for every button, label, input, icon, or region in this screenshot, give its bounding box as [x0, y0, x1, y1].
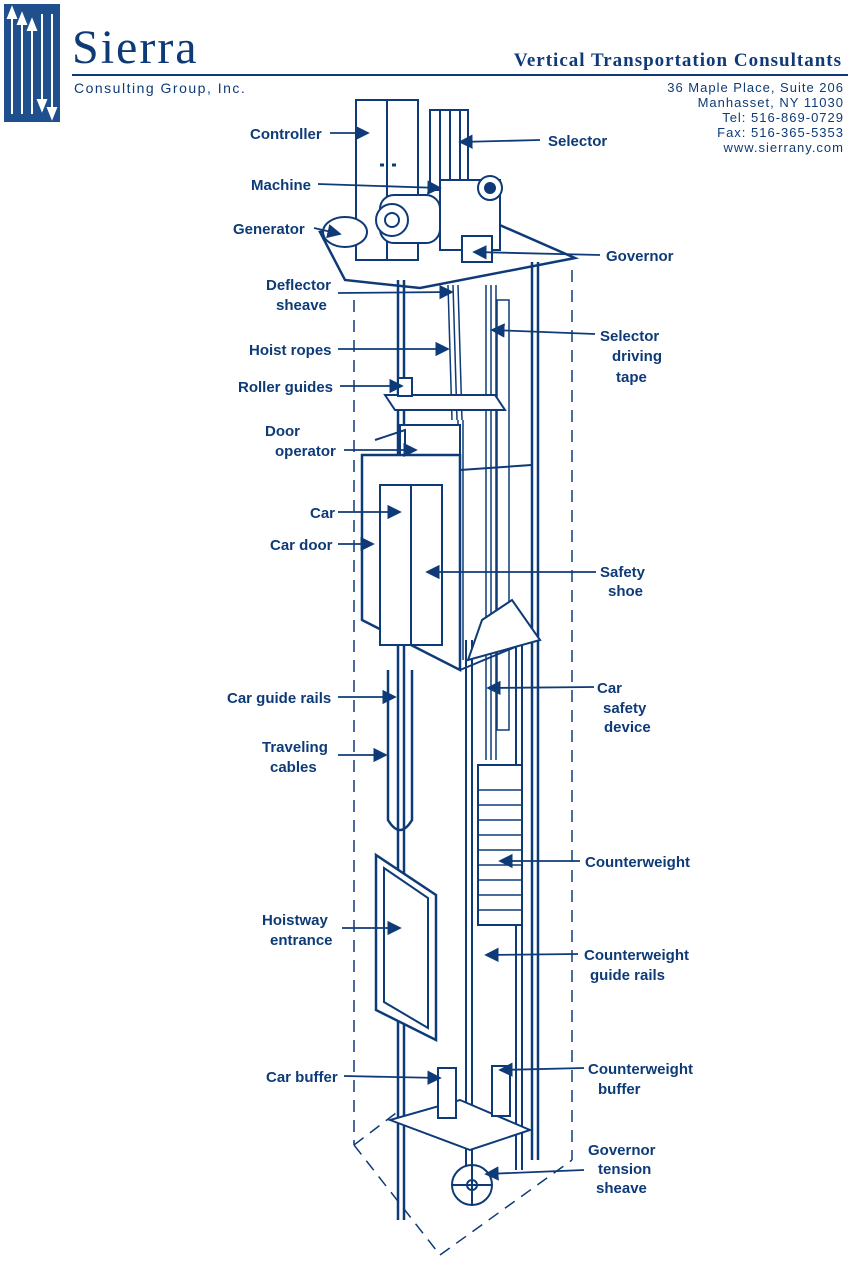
label-door-operator-1: Door [265, 423, 300, 440]
label-deflector-1: Deflector [266, 277, 331, 294]
label-car: Car [310, 505, 335, 522]
label-roller-guides: Roller guides [238, 379, 333, 396]
label-traveling-1: Traveling [262, 739, 328, 756]
tagline: Vertical Transportation Consultants [513, 50, 842, 71]
label-tension-2: tension [598, 1161, 651, 1178]
label-controller: Controller [250, 126, 322, 143]
label-car-guide-rails: Car guide rails [227, 690, 331, 707]
company-name: Sierra [72, 21, 199, 74]
address-line-fax: Fax: 516-365-5353 [717, 125, 844, 140]
header-rule [72, 74, 848, 76]
label-tape-3: tape [616, 369, 647, 386]
label-safety-3: device [604, 719, 651, 736]
label-car-door: Car door [270, 537, 333, 554]
label-governor: Governor [606, 248, 674, 265]
car-buffer-unit [437, 1067, 457, 1119]
label-cw-rails-2: guide rails [590, 967, 665, 984]
hoistway-entrance-frame [374, 852, 438, 1043]
address-line-street: 36 Maple Place, Suite 206 [667, 80, 844, 95]
label-shoe-2: shoe [608, 583, 643, 600]
label-cw-rails-1: Counterweight [584, 947, 689, 964]
car-guide-rails [396, 262, 540, 1220]
label-door-operator-2: operator [275, 443, 336, 460]
label-counterweight: Counterweight [585, 854, 690, 871]
label-tape-1: Selector [600, 328, 659, 345]
label-hoistway-2: entrance [270, 932, 333, 949]
address-line-city: Manhasset, NY 11030 [697, 95, 844, 110]
address-line-tel: Tel: 516-869-0729 [722, 110, 844, 125]
traveling-cables [386, 670, 414, 832]
label-deflector-2: sheave [276, 297, 327, 314]
crosshead [383, 394, 507, 411]
company-subtitle: Consulting Group, Inc. [74, 80, 247, 96]
counterweight-block [477, 764, 523, 926]
label-selector: Selector [548, 133, 607, 150]
label-cw-buffer-2: buffer [598, 1081, 641, 1098]
selector-tape [496, 299, 510, 731]
label-generator: Generator [233, 221, 305, 238]
logo-arrows-icon [6, 5, 58, 121]
cw-buffer-unit [491, 1065, 511, 1117]
label-traveling-2: cables [270, 759, 317, 776]
address-line-web[interactable]: www.sierrany.com [723, 140, 844, 155]
logo-mark [4, 4, 60, 122]
pit-floor [386, 1098, 533, 1152]
label-machine: Machine [251, 177, 311, 194]
label-shoe-1: Safety [600, 564, 646, 581]
label-tension-1: Governor [588, 1142, 656, 1159]
label-safety-1: Car [597, 680, 622, 697]
label-hoist-ropes: Hoist ropes [249, 342, 332, 359]
address-block: 36 Maple Place, Suite 206 Manhasset, NY … [667, 80, 844, 155]
label-tension-3: sheave [596, 1180, 647, 1197]
label-cw-buffer-1: Counterweight [588, 1061, 693, 1078]
leader-lines [313, 125, 601, 1181]
label-hoistway-1: Hoistway [262, 912, 329, 929]
label-safety-2: safety [603, 700, 647, 717]
label-car-buffer: Car buffer [266, 1069, 338, 1086]
governor-unit [461, 235, 493, 263]
label-tape-2: driving [612, 348, 662, 365]
elevator-drawing [318, 99, 580, 1256]
